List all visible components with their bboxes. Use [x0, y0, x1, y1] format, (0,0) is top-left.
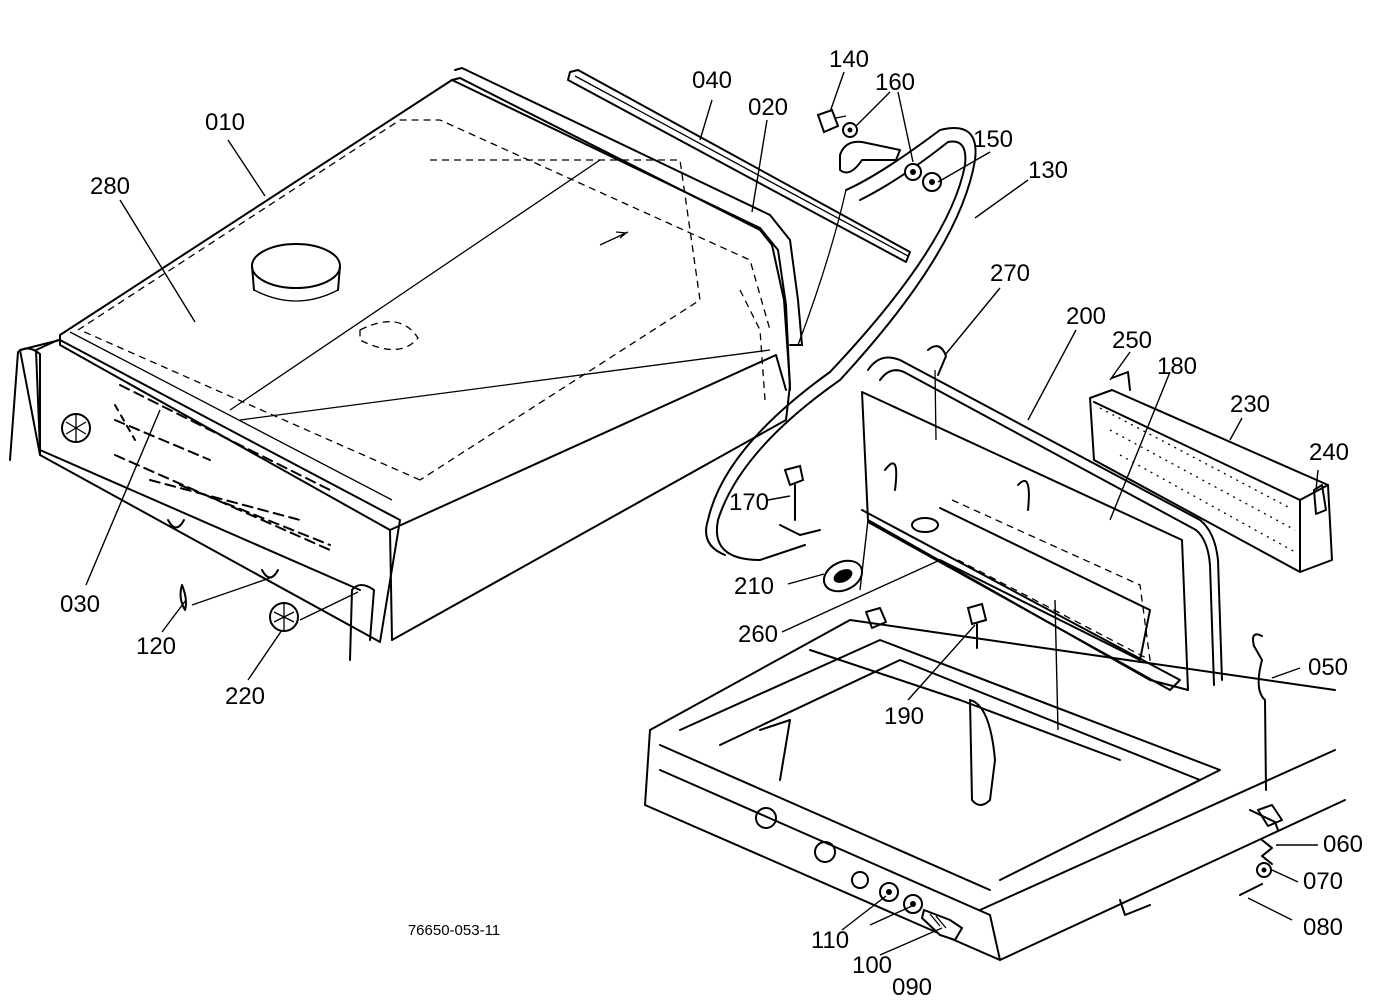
bolt-190	[966, 602, 988, 649]
callout-020: 020	[748, 94, 788, 121]
callout-280: 280	[90, 173, 130, 200]
callout-030: 030	[60, 591, 100, 618]
link-rod-part	[1239, 633, 1283, 896]
bolt-170	[779, 464, 821, 536]
callout-130: 130	[1028, 157, 1068, 184]
callout-010: 010	[205, 109, 245, 136]
emblem-220	[269, 602, 299, 632]
dash-panel-part	[861, 345, 1223, 691]
callout-080: 080	[1303, 914, 1343, 941]
plate-260	[865, 607, 887, 629]
seal-strip-part	[567, 69, 911, 263]
clamp-hardware	[816, 108, 942, 192]
callout-220: 220	[225, 683, 265, 710]
callout-180: 180	[1157, 353, 1197, 380]
callout-250: 250	[1112, 327, 1152, 354]
callout-270: 270	[990, 260, 1030, 287]
callout-190: 190	[884, 703, 924, 730]
cable-part	[705, 127, 977, 561]
callout-060: 060	[1323, 831, 1363, 858]
clip-120	[179, 584, 187, 611]
drawing-code: 76650-053-11	[408, 922, 500, 939]
callout-050: 050	[1308, 654, 1348, 681]
callout-070: 070	[1303, 868, 1343, 895]
callout-230: 230	[1230, 391, 1270, 418]
callout-150: 150	[973, 126, 1013, 153]
frame-base-part	[644, 619, 1346, 961]
front-grille-part	[9, 339, 401, 661]
callout-210: 210	[734, 573, 774, 600]
callout-110: 110	[811, 927, 849, 954]
callout-labels: 010 020 030 040 050 060 070 080 090 100 …	[60, 46, 1363, 1001]
grommet-210	[822, 559, 864, 593]
callout-140: 140	[829, 46, 869, 73]
callout-120: 120	[136, 633, 176, 660]
callout-040: 040	[692, 67, 732, 94]
leader-lines	[85, 71, 1319, 956]
callout-170: 170	[729, 489, 769, 516]
callout-260: 260	[738, 621, 778, 648]
side-panel-part	[1089, 371, 1333, 573]
bonnet-hood-part	[35, 77, 791, 641]
callout-100: 100	[852, 952, 892, 979]
seal-rubber-part	[451, 67, 803, 391]
callout-200: 200	[1066, 303, 1106, 330]
callout-090: 090	[892, 974, 932, 1001]
fastener-stack	[879, 882, 964, 942]
callout-240: 240	[1309, 439, 1349, 466]
callout-160: 160	[875, 69, 915, 96]
